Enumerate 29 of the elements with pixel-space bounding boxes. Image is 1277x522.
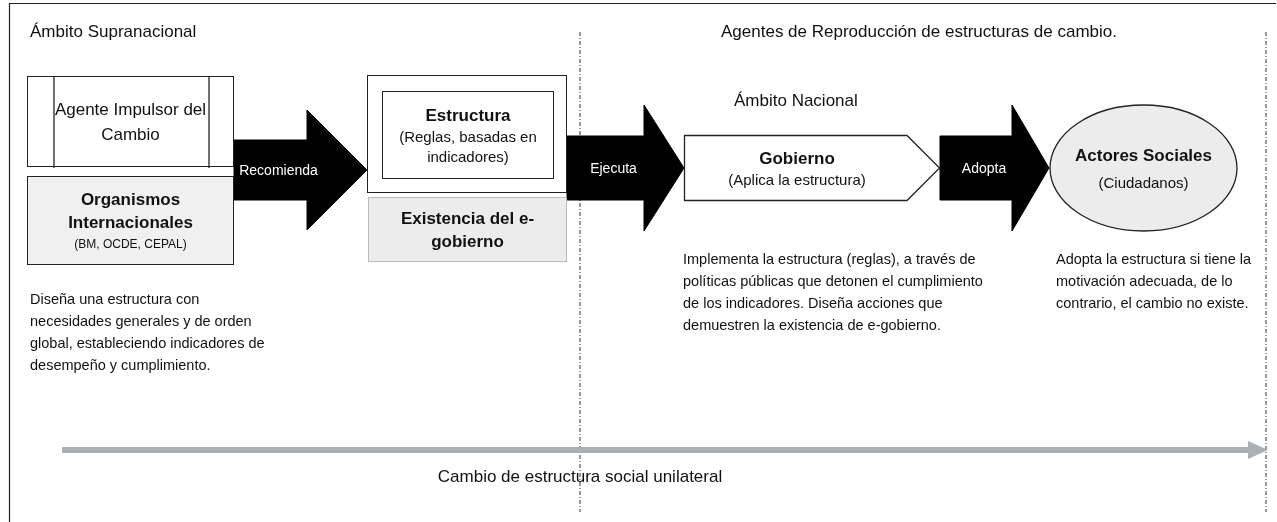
existence-box [368, 197, 567, 262]
organization-box [27, 176, 234, 265]
scope-label: Ámbito Nacional [734, 90, 858, 112]
description-text: Implementa la estructura (reglas), a través de políticas públicas que detonen el cumplimiento de los indicadores. Diseña acciones que demuestren la existencia de e-gobierno. [683, 250, 983, 335]
box-heading: Organismos Internacionales [67, 188, 194, 234]
box-text: Agente Impulsor del Cambio [54, 98, 207, 146]
box-subtitle: (BM, OCDE, CEPAL) [74, 235, 187, 253]
section-heading: Agentes de Reproducción de estructuras de cambio. [721, 21, 1118, 43]
structure-box [382, 91, 554, 179]
description-text: Adopta la estructura si tiene la motivación adecuada, de lo contrario, el cambio no existe. [1056, 250, 1253, 313]
scope-label: Ámbito Supranacional [30, 21, 198, 43]
frame-box [367, 75, 567, 193]
arrow-caption: Cambio de estructura social unilateral [436, 466, 724, 488]
block-arrow [566, 104, 685, 232]
box-heading: Existencia del e-gobierno [399, 207, 536, 253]
description-text: Diseña una estructura con necesidades generales y de orden global, estableciendo indicadores de desempeño y cumplimiento. [30, 290, 266, 375]
edge-label: Ejecuta [590, 160, 637, 176]
edge-label: Recomienda [239, 162, 318, 178]
box-subtitle: (Reglas, basadas en indicadores) [398, 126, 538, 167]
box-heading: Estructura [425, 104, 511, 127]
edge-label: Adopta [961, 160, 1007, 176]
box-subtitle: (Aplica la estructura) [728, 169, 866, 190]
agent-box [27, 76, 234, 167]
government-pentagon [684, 135, 940, 201]
block-arrow [939, 104, 1050, 232]
box-heading: Actores Sociales [1075, 144, 1212, 167]
box-subtitle: (Ciudadanos) [1098, 172, 1189, 193]
social-actors-ellipse [1049, 104, 1238, 232]
box-heading: Gobierno [759, 147, 835, 170]
